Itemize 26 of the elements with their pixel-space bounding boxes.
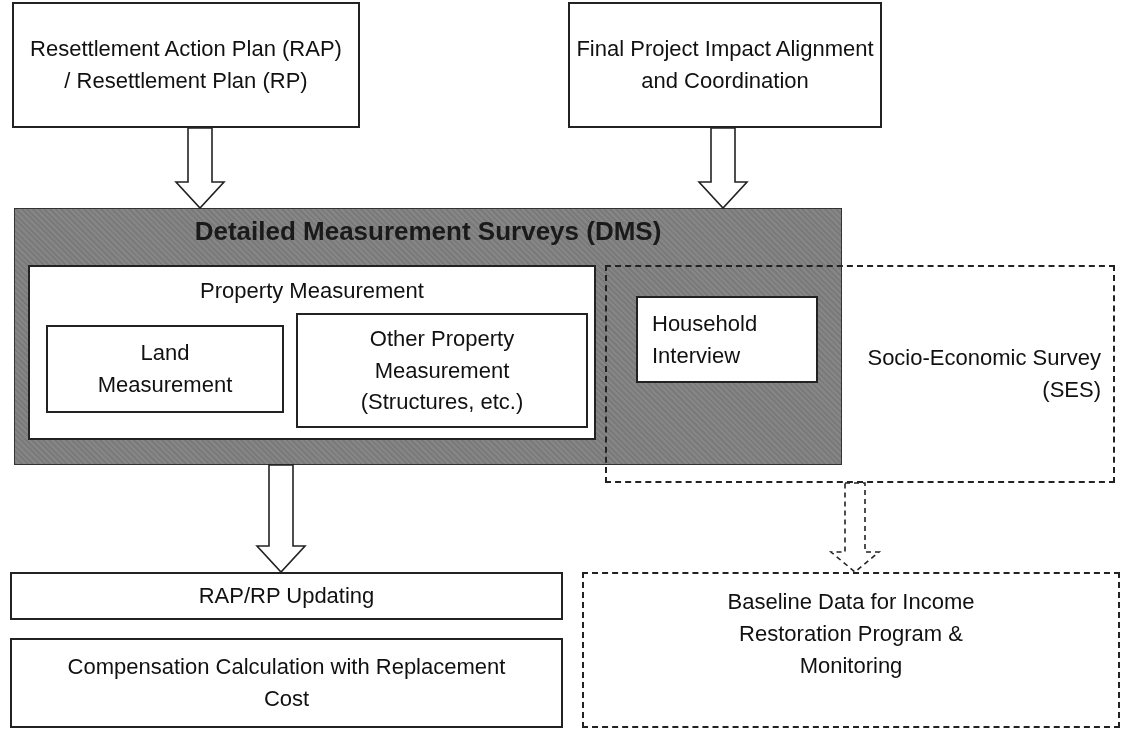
- box-label: Property Measurement: [200, 277, 424, 305]
- process-box: [28, 265, 596, 440]
- box-label: Compensation Calculation with Replacement Cost: [66, 653, 507, 713]
- box-label: RAP/RP Updating: [198, 582, 375, 611]
- block-arrow: [174, 127, 226, 210]
- survey-band: [14, 208, 842, 465]
- process-box: [636, 296, 818, 383]
- block-arrow: [255, 464, 307, 574]
- box-label: Other Property Measurement (Structures, etc.): [359, 324, 525, 417]
- box-label: Socio-Economic Survey (SES): [866, 344, 1101, 404]
- block-arrow: [697, 127, 749, 210]
- box-label: Household Interview: [652, 309, 759, 370]
- box-label: Resettlement Action Plan (RAP) / Resettlement Plan (RP): [29, 35, 343, 95]
- band-title: Detailed Measurement Surveys (DMS): [194, 215, 662, 248]
- dashed-box: [582, 572, 1120, 728]
- box-label: Baseline Data for Income Restoration Program & Monitoring: [726, 588, 976, 680]
- process-box: [46, 325, 284, 413]
- box-label: Final Project Impact Alignment and Coordination: [576, 35, 874, 95]
- process-box: [10, 572, 563, 620]
- process-box: [568, 2, 882, 128]
- process-box: [10, 638, 563, 728]
- box-label: Land Measurement: [96, 339, 234, 399]
- block-arrow: [828, 482, 882, 574]
- process-box: [12, 2, 360, 128]
- process-box: [296, 313, 588, 428]
- dashed-box: [605, 265, 1115, 483]
